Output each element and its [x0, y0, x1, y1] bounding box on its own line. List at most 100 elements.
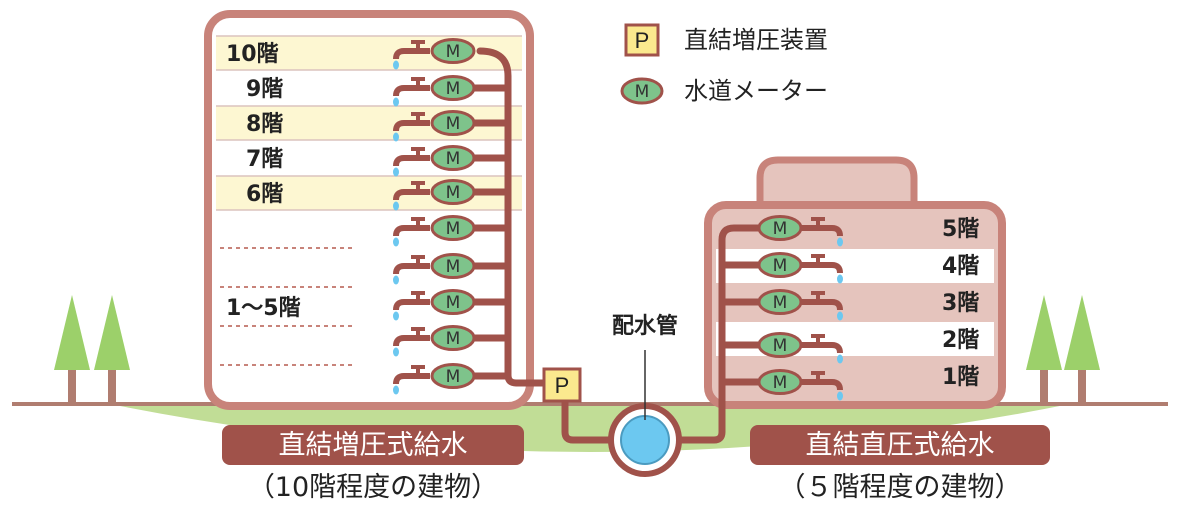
service-pipes	[561, 224, 760, 444]
water-drop-icon	[837, 237, 843, 247]
tree-icon	[94, 295, 130, 405]
water-meter-icon	[430, 145, 476, 171]
water-meter-icon	[430, 75, 476, 101]
right-branch-pipes	[722, 261, 760, 386]
meter-symbol: M	[446, 114, 461, 134]
meter-symbol: M	[446, 183, 461, 203]
tree-icon	[1064, 295, 1100, 405]
floor-label-6: 6階	[246, 182, 283, 207]
floor-label-1-5: 1〜5階	[226, 296, 301, 321]
faucet-icon	[393, 155, 430, 167]
legend: P 直結増圧装置 M 水道メーター	[620, 23, 828, 105]
meter-symbol: M	[773, 293, 788, 313]
lower-floor-dashes	[220, 247, 355, 366]
faucet-icon	[393, 373, 430, 385]
faucet-icon	[393, 263, 430, 275]
water-meter-icon	[430, 253, 476, 279]
faucet-icon	[393, 225, 430, 237]
tree-icon	[54, 295, 90, 405]
water-drop-icon	[837, 311, 843, 321]
water-meter-icon	[430, 363, 476, 389]
meter-assembly: M	[393, 289, 476, 321]
meter-assembly: M	[393, 75, 476, 107]
legend-meter-symbol: M	[635, 82, 650, 102]
floor-label-r1: 1階	[942, 365, 979, 390]
meter-assembly: M	[393, 253, 476, 285]
meter-symbol: M	[773, 219, 788, 239]
meter-symbol: M	[773, 336, 788, 356]
main-pipe-label: 配水管	[612, 313, 678, 339]
meter-assembly: M	[393, 110, 476, 142]
meter-assembly: M	[757, 369, 843, 401]
legend-pump-symbol: P	[635, 28, 650, 53]
legend-meter-label: 水道メーター	[684, 77, 828, 105]
water-drop-icon	[837, 274, 843, 284]
water-drop-icon	[393, 97, 399, 107]
meter-assembly: M	[757, 332, 843, 364]
water-drop-icon	[393, 237, 399, 247]
water-drop-icon	[393, 60, 399, 70]
meter-assembly: M	[393, 215, 476, 247]
meter-symbol: M	[446, 367, 461, 387]
meter-symbol: M	[446, 79, 461, 99]
left-caption: （10階程度の建物）	[248, 472, 498, 503]
meter-symbol: M	[446, 329, 461, 349]
water-drop-icon	[393, 201, 399, 211]
water-meter-icon	[430, 289, 476, 315]
meter-symbol: M	[446, 42, 461, 62]
faucet-icon	[800, 299, 843, 311]
water-meter-icon	[757, 332, 803, 358]
water-drop-icon	[393, 385, 399, 395]
right-caption: （５階程度の建物）	[779, 472, 1022, 503]
meter-assembly: M	[393, 179, 476, 211]
left-system-banner	[222, 425, 524, 465]
pump-symbol: P	[555, 373, 570, 398]
floor-label-8: 8階	[246, 112, 283, 137]
right-system-label: 直結直圧式給水	[806, 430, 995, 461]
faucet-icon	[393, 120, 430, 132]
water-meter-icon	[757, 252, 803, 278]
water-meter-icon	[757, 369, 803, 395]
faucet-icon	[393, 85, 430, 97]
faucet-icon	[800, 262, 843, 274]
water-drop-icon	[837, 391, 843, 401]
meter-assembly: M	[757, 252, 843, 284]
meter-assembly: M	[393, 145, 476, 177]
water-meter-icon	[757, 215, 803, 241]
legend-pump-icon	[624, 23, 660, 57]
meter-symbol: M	[446, 293, 461, 313]
floor-dividers	[216, 35, 522, 211]
meter-assembly: M	[757, 215, 843, 247]
faucet-icon	[393, 335, 430, 347]
faucet-icon	[393, 189, 430, 201]
water-meter-icon	[430, 325, 476, 351]
water-meter-icon	[430, 179, 476, 205]
faucet-icon	[393, 299, 430, 311]
floor-label-7: 7階	[246, 147, 283, 172]
water-drop-icon	[393, 347, 399, 357]
water-drop-icon	[393, 275, 399, 285]
water-meter-icon	[757, 289, 803, 315]
water-meter-icon	[430, 110, 476, 136]
meter-assembly: M	[757, 289, 843, 321]
water-drop-icon	[837, 354, 843, 364]
meter-symbol: M	[446, 219, 461, 239]
water-drop-icon	[393, 167, 399, 177]
floor-label-9: 9階	[246, 77, 283, 102]
faucet-icon	[800, 225, 843, 237]
water-meter-icon	[430, 38, 476, 64]
right-building-roof	[756, 156, 918, 214]
meter-symbol: M	[446, 257, 461, 277]
faucet-icon	[800, 342, 843, 354]
floor-label-10: 10階	[226, 42, 279, 67]
faucet-icon	[393, 48, 430, 60]
floor-label-r4: 4階	[942, 254, 979, 279]
floor-label-r5: 5階	[942, 217, 979, 242]
water-drop-icon	[393, 132, 399, 142]
floor-label-r2: 2階	[942, 328, 979, 353]
left-branch-pipes	[472, 84, 508, 380]
